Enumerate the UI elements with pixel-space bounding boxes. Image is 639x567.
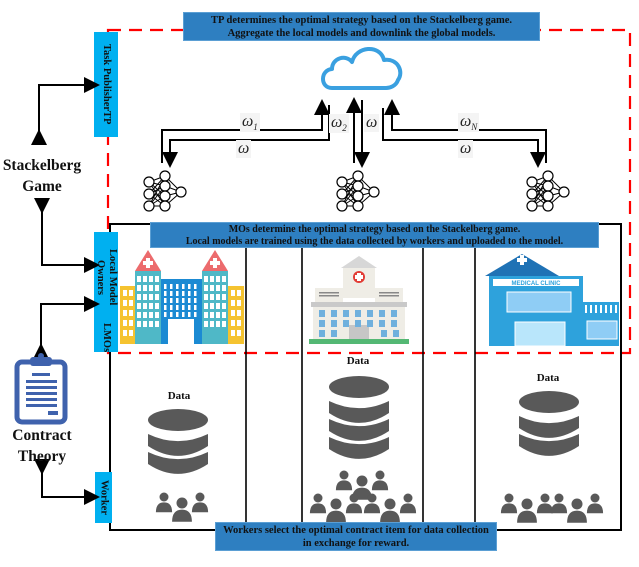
uplink-label-n: ωN: [458, 113, 480, 133]
data-label-3: Data: [536, 372, 560, 384]
contract-clipboard-icon: [14, 353, 68, 425]
contract-theory-label: Contract Theory: [12, 427, 72, 465]
downlink-label-1: ω: [236, 140, 252, 158]
worker-group-icon: [309, 493, 363, 523]
database-icon: [519, 391, 579, 456]
mo-banner-line2: Local models are trained using the data …: [185, 236, 564, 247]
database-icon: [329, 376, 389, 459]
worker-banner-line2: in exchange for reward.: [302, 538, 410, 549]
hospital-complex-icon: [120, 250, 244, 344]
mo-banner-line1: MOs determine the optimal strategy based…: [228, 224, 521, 235]
database-icon: [148, 409, 208, 474]
hospital-icon: [309, 256, 409, 344]
data-label-2: Data: [346, 355, 370, 367]
neural-network-icon: [526, 170, 570, 212]
worker-group-icon: [155, 492, 209, 522]
tp-banner-line1: TP determines the optimal strategy based…: [211, 15, 512, 26]
worker-group-icon: [500, 493, 554, 523]
neural-network-icon: [336, 170, 380, 212]
downlink-label-2: ω: [364, 114, 380, 132]
neural-network-icon: [143, 170, 187, 212]
stackelberg-game-label: Stackelberg Game: [2, 157, 82, 195]
tp-banner-line2: Aggregate the local models and downlink …: [227, 28, 496, 39]
tp-strategy-banner: TP determines the optimal strategy based…: [183, 12, 540, 41]
uplink-label-2: ω2: [329, 114, 349, 134]
mo-strategy-banner: MOs determine the optimal strategy based…: [150, 222, 599, 248]
worker-group-icon: [550, 493, 604, 523]
clinic-sign: MEDICAL CLINIC: [512, 281, 562, 287]
uplink-label-1: ω1: [240, 113, 260, 133]
downlink-label-n: ω: [458, 140, 474, 158]
worker-contract-banner: Workers select the optimal contract item…: [215, 522, 497, 551]
worker-banner-line1: Workers select the optimal contract item…: [223, 525, 489, 536]
worker-group-icon: [363, 493, 417, 523]
cloud-server-icon: [321, 47, 403, 90]
medical-clinic-icon: MEDICAL CLINIC: [485, 254, 619, 347]
data-label-1: Data: [167, 390, 191, 402]
